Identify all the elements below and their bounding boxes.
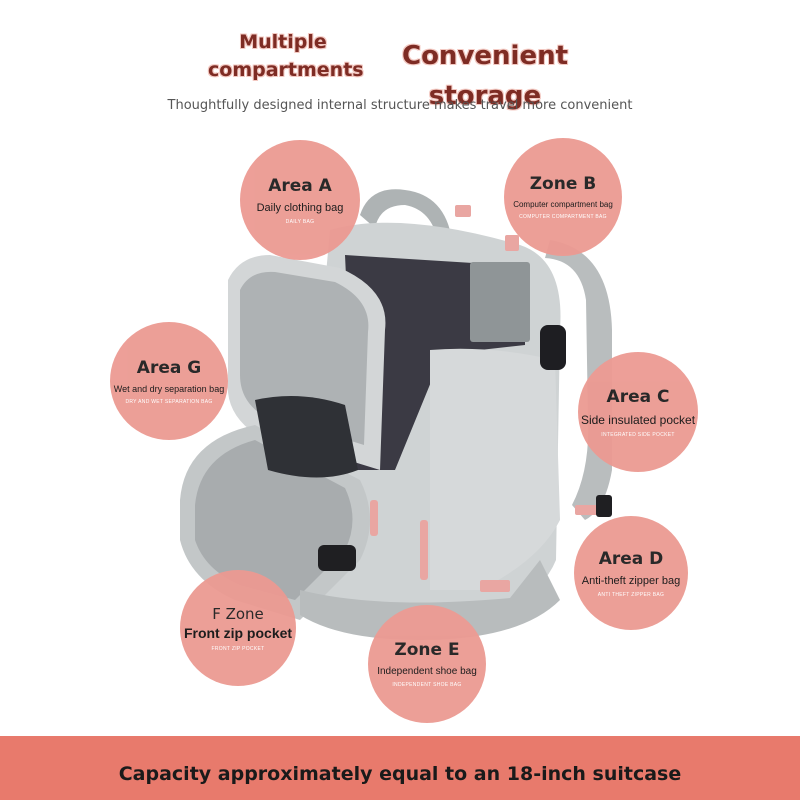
zone-b-title: Zone B — [529, 174, 597, 194]
area-c-title: Area C — [606, 386, 670, 407]
zone-b-desc: Computer compartment bag — [513, 200, 613, 209]
subtitle: Thoughtfully designed internal structure… — [167, 98, 633, 113]
area-d-title: Area D — [598, 548, 664, 569]
area-d-callout: Area D Anti-theft zipper bag ANTI THEFT … — [574, 516, 688, 630]
lower-pocket-lining — [195, 440, 353, 600]
f-zone-title: F Zone — [212, 604, 264, 623]
wet-dry-pouch — [255, 396, 358, 478]
area-g-callout: Area G Wet and dry separation bag DRY AN… — [110, 322, 228, 440]
area-g-sub: DRY AND WET SEPARATION BAG — [125, 398, 213, 405]
f-zone-desc: Front zip pocket — [183, 624, 293, 641]
pink-strap-accent-1 — [455, 205, 471, 217]
title-multiple-compartments: Multiple compartments — [208, 31, 364, 81]
area-d-desc: Anti-theft zipper bag — [581, 574, 681, 587]
laptop — [470, 262, 530, 342]
area-c-desc: Side insulated pocket — [580, 412, 696, 427]
title-convenient-storage: Convenient storage — [401, 41, 569, 111]
pink-strap-accent-2 — [505, 235, 519, 251]
area-a-title: Area A — [268, 175, 332, 196]
capacity-banner: Capacity approximately equal to an 18-in… — [0, 736, 800, 800]
area-d-sub: ANTI THEFT ZIPPER BAG — [597, 591, 665, 598]
area-a-sub: DAILY BAG — [285, 218, 315, 225]
zone-e-desc: Independent shoe bag — [377, 666, 477, 677]
area-c-sub: INTEGRATED SIDE POCKET — [601, 431, 675, 438]
pink-zipper-pull-1 — [370, 500, 378, 536]
area-c-callout: Area C Side insulated pocket INTEGRATED … — [578, 352, 698, 472]
pink-zipper-pull-2 — [420, 520, 428, 580]
zone-e-callout: Zone E Independent shoe bag INDEPENDENT … — [368, 605, 486, 723]
zone-e-title: Zone E — [394, 640, 460, 660]
area-g-title: Area G — [136, 357, 202, 378]
zone-e-sub: INDEPENDENT SHOE BAG — [392, 682, 462, 688]
area-a-desc: Daily clothing bag — [256, 201, 344, 214]
zone-b-sub: COMPUTER COMPARTMENT BAG — [519, 214, 607, 220]
water-bottle — [540, 325, 566, 370]
pink-side-strap — [575, 505, 601, 515]
top-handle — [360, 189, 452, 242]
buckle-left — [318, 545, 356, 571]
pink-bottom-strap — [480, 580, 510, 592]
buckle-right — [596, 495, 612, 517]
f-zone-sub: FRONT ZIP POCKET — [211, 645, 265, 652]
bag-bottom — [300, 560, 560, 640]
capacity-text: Capacity approximately equal to an 18-in… — [118, 763, 682, 785]
area-a-callout: Area A Daily clothing bag DAILY BAG — [240, 140, 360, 260]
area-g-desc: Wet and dry separation bag — [113, 383, 225, 394]
zone-b-callout: Zone B Computer compartment bag COMPUTER… — [504, 138, 622, 256]
f-zone-callout: F Zone Front zip pocket FRONT ZIP POCKET — [180, 570, 296, 686]
side-pocket-panel — [430, 348, 560, 590]
